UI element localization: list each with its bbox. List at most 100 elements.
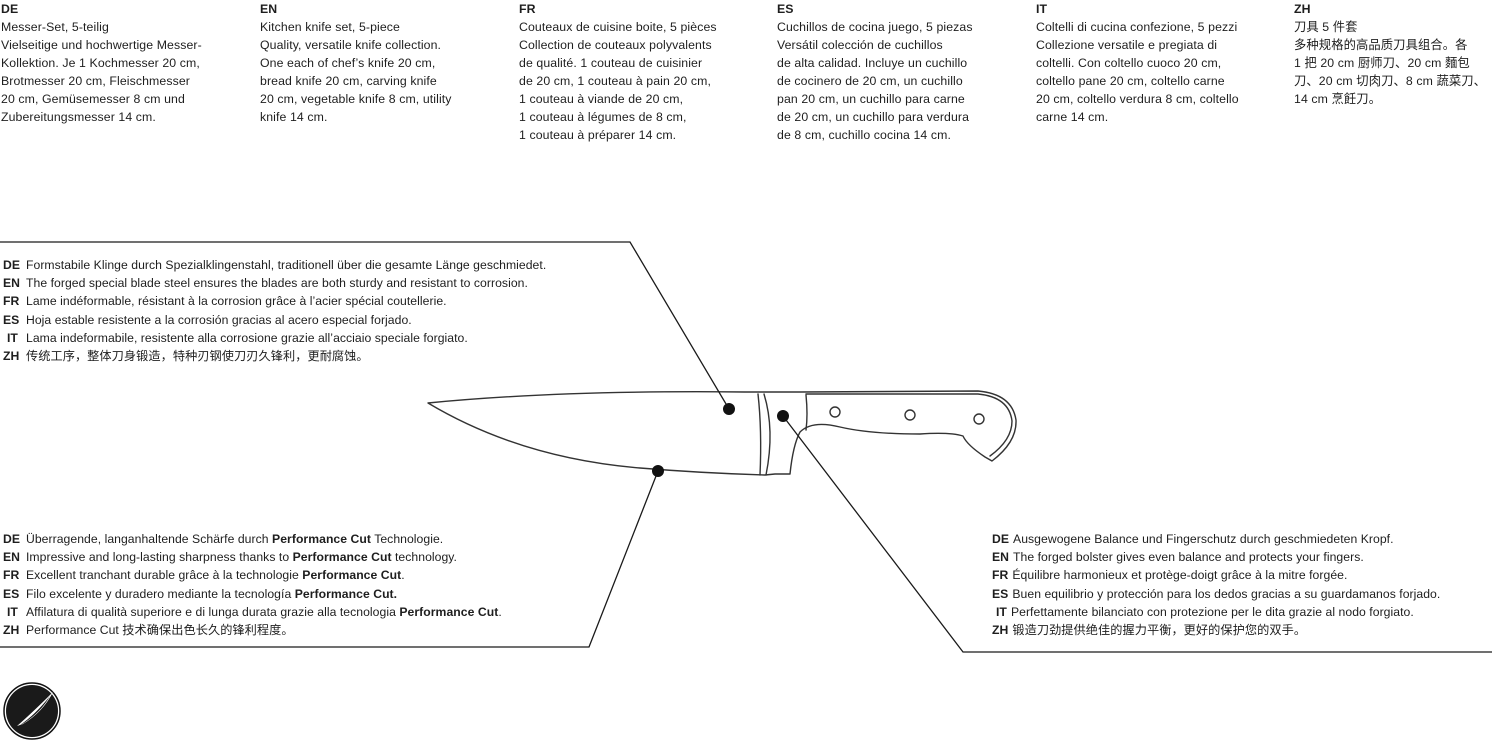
callout-text: Excellent tranchant durable grâce à la t… xyxy=(26,568,303,583)
text-line: bread knife 20 cm, carving knife xyxy=(260,74,437,88)
text-line: Versátil colección de cuchillos xyxy=(777,38,943,52)
marker-dot-bolster xyxy=(777,410,789,422)
lang-code: FR xyxy=(3,568,20,583)
callout-text: Équilibre harmonieux et protège-doigt gr… xyxy=(1012,568,1348,583)
bolster-curve xyxy=(763,393,771,476)
text-line: Collection de couteaux polyvalents xyxy=(519,38,712,52)
callout-text: Hoja estable resistente a la corrosión g… xyxy=(26,312,412,327)
lang-code: EN xyxy=(992,550,1010,565)
lang-code: ZH xyxy=(3,623,20,638)
lang-code: DE xyxy=(3,532,21,546)
lang-code: IT xyxy=(7,604,18,619)
product-column-fr: FR Couteaux de cuisine boite, 5 pièces C… xyxy=(519,0,759,144)
text-line: Kitchen knife set, 5-piece xyxy=(260,20,400,34)
callout-text-end: Technologie. xyxy=(370,532,444,546)
lang-code: DE xyxy=(992,532,1010,546)
leader-line-blade xyxy=(0,241,730,410)
callout-text: Performance Cut 技术确保出色长久的锋利程度。 xyxy=(26,623,294,638)
text-line: de qualité. 1 couteau de cuisinier xyxy=(519,56,703,70)
text-line: 1 couteau à préparer 14 cm. xyxy=(519,128,677,142)
highlight-term: Performance Cut xyxy=(272,532,371,546)
rivet xyxy=(973,413,985,425)
callout-text: Überragende, langanhaltende Schärfe durc… xyxy=(26,532,273,546)
callout-text-end: technology. xyxy=(391,550,457,565)
text-line: 1 把 20 cm 厨师刀、20 cm 麵包 xyxy=(1294,56,1470,70)
handle-outline xyxy=(805,393,1013,457)
callout-row: DE Überragende, langanhaltende Schärfe du… xyxy=(3,530,502,548)
text-line: 20 cm, coltello verdura 8 cm, coltello xyxy=(1036,92,1239,106)
lang-code: FR xyxy=(992,568,1009,583)
rivet xyxy=(904,409,916,421)
callout-text: Filo excelente y duradero mediante la te… xyxy=(26,586,295,601)
text-line: coltelli. Con coltello cuoco 20 cm, xyxy=(1036,56,1222,70)
callout-text-end: . xyxy=(498,604,502,619)
text-line: de 20 cm, un cuchillo para verdura xyxy=(777,110,970,124)
lang-code: EN xyxy=(260,2,278,16)
text-line: 1 couteau à légumes de 8 cm, xyxy=(519,110,687,124)
text-line: Coltelli di cucina confezione, 5 pezzi xyxy=(1036,20,1238,34)
callout-row: ES Hoja estable resistente a la corrosión… xyxy=(3,311,546,329)
leader-line-bolster xyxy=(782,415,1492,653)
lang-code: IT xyxy=(7,330,18,345)
highlight-term: Performance Cut xyxy=(292,550,392,565)
callout-text: Perfettamente bilanciato con protezione … xyxy=(1010,604,1414,619)
callout-edge: DE Überragende, langanhaltende Schärfe du… xyxy=(3,530,502,639)
callout-text: The forged bolster gives even balance an… xyxy=(1013,550,1364,565)
blade-outline xyxy=(427,390,1017,476)
text-line: de cocinero de 20 cm, un cuchillo xyxy=(777,74,963,88)
text-line: Couteaux de cuisine boite, 5 pièces xyxy=(519,20,717,34)
leader-line-edge xyxy=(0,470,659,648)
text-line: One each of chef’s knife 20 cm, xyxy=(260,56,436,70)
lang-code: DE xyxy=(1,2,19,16)
lang-code: IT xyxy=(1036,2,1048,16)
text-line: Zubereitungsmesser 14 cm. xyxy=(1,110,156,124)
marker-dot-blade xyxy=(723,403,735,415)
text-line: Cuchillos de cocina juego, 5 piezas xyxy=(777,20,973,34)
blade-emblem-icon xyxy=(3,682,61,740)
callout-row: IT Affilatura di qualità superiore e di l… xyxy=(3,603,502,621)
lang-code: ZH xyxy=(992,623,1009,638)
text-line: Kollektion. Je 1 Kochmesser 20 cm, xyxy=(1,56,200,70)
highlight-term: Performance Cut. xyxy=(294,586,398,601)
lang-code: ES xyxy=(777,2,794,16)
text-line: 20 cm, vegetable knife 8 cm, utility xyxy=(260,92,452,106)
text-line: Quality, versatile knife collection. xyxy=(260,38,442,52)
text-line: coltello pane 20 cm, coltello carne xyxy=(1036,74,1225,88)
callout-text: Lama indeformabile, resistente alla corr… xyxy=(26,330,468,345)
text-line: Vielseitige und hochwertige Messer- xyxy=(1,38,202,52)
lang-code: EN xyxy=(3,276,21,291)
text-line: de alta calidad. Incluye un cuchillo xyxy=(777,56,968,70)
callout-row: IT Lama indeformabile, resistente alla co… xyxy=(3,329,546,347)
product-column-en: EN Kitchen knife set, 5-piece Quality, v… xyxy=(260,0,500,126)
text-line: knife 14 cm. xyxy=(260,110,328,124)
text-line: 20 cm, Gemüsemesser 8 cm und xyxy=(1,92,185,106)
callout-text: Ausgewogene Balance und Fingerschutz dur… xyxy=(1013,532,1394,546)
text-line: Brotmesser 20 cm, Fleischmesser xyxy=(1,74,190,88)
lang-code: ES xyxy=(3,312,20,327)
text-line: 多种规格的高品质刀具组合。各 xyxy=(1294,38,1468,52)
callout-text: Affilatura di qualità superiore e di lun… xyxy=(26,604,400,619)
text-line: de 8 cm, cuchillo cocina 14 cm. xyxy=(777,128,951,142)
lang-code: DE xyxy=(3,258,21,272)
callout-row: EN The forged special blade steel ensures… xyxy=(3,274,546,292)
callout-text: Formstabile Klinge durch Spezialklingens… xyxy=(26,258,547,272)
lang-code: IT xyxy=(996,604,1007,619)
text-line: de 20 cm, 1 couteau à pain 20 cm, xyxy=(519,74,711,88)
callout-text: The forged special blade steel ensures t… xyxy=(26,276,528,291)
product-column-de: DE Messer-Set, 5-teilig Vielseitige und … xyxy=(1,0,241,126)
lang-code: EN xyxy=(3,550,21,565)
callout-row: FR Excellent tranchant durable grâce à la… xyxy=(3,566,502,584)
callout-text: Buen equilibrio y protección para los de… xyxy=(1012,586,1441,601)
rivet xyxy=(829,406,841,418)
